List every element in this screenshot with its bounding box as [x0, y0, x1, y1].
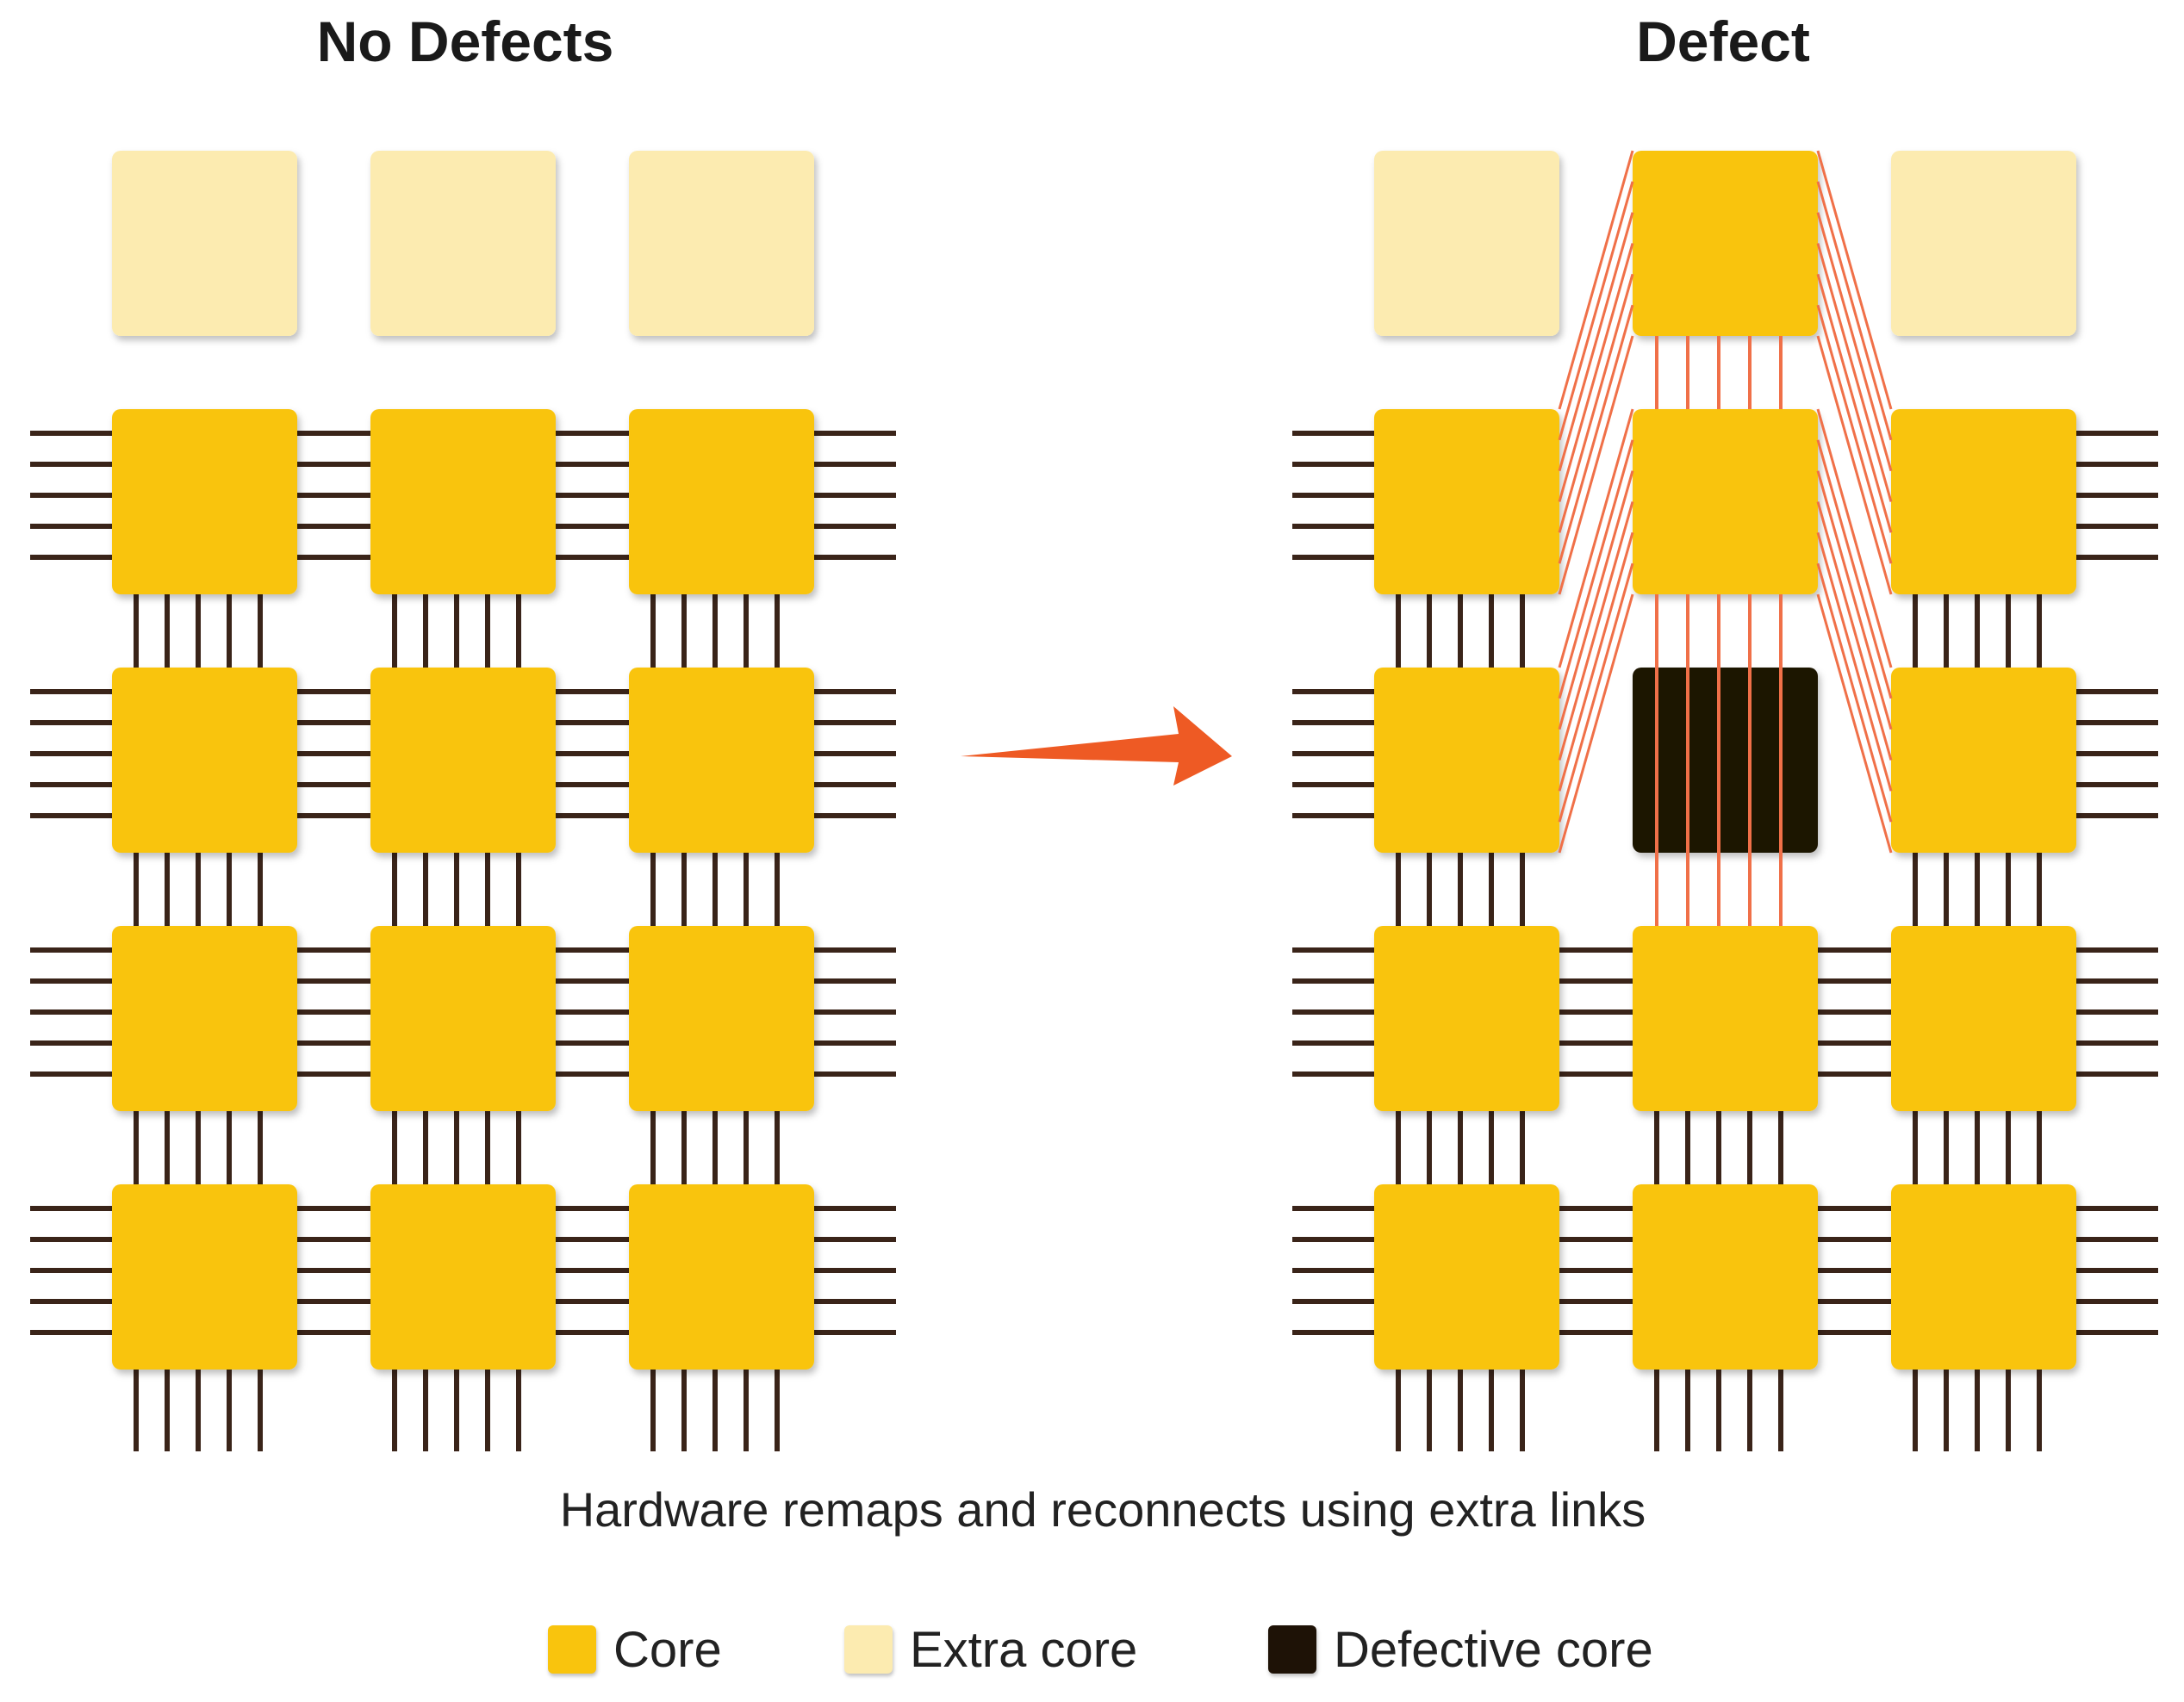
right-extra-core [1891, 151, 2076, 336]
right-core [1633, 409, 1818, 594]
left-core [112, 1184, 297, 1370]
remap-arrow-icon [961, 706, 1232, 786]
core-layer [112, 151, 2076, 1370]
reroute-diagonal-left [1558, 150, 1634, 410]
reroute-diagonal-right [1816, 304, 1893, 564]
reroute-diagonal-left [1558, 243, 1634, 502]
left-core [112, 668, 297, 853]
title-no-defects: No Defects [316, 9, 614, 73]
reroute-diagonal-left [1558, 593, 1634, 854]
left-core [629, 926, 814, 1111]
left-core [370, 926, 556, 1111]
reroute-link-layer [1558, 150, 1893, 926]
wire-layer [30, 431, 2158, 1451]
left-core [629, 668, 814, 853]
right-core [1633, 1184, 1818, 1370]
reroute-diagonal-left [1558, 408, 1634, 668]
reroute-diagonal-left [1558, 562, 1634, 823]
reroute-diagonal-right [1816, 593, 1893, 854]
reroute-diagonal-left [1558, 304, 1634, 564]
reroute-diagonal-right [1816, 273, 1893, 533]
right-core [1891, 1184, 2076, 1370]
reroute-diagonal-right [1816, 150, 1893, 410]
right-remapped-core [1633, 151, 1818, 336]
left-core [629, 409, 814, 594]
reroute-diagonal-left [1558, 470, 1634, 730]
right-defective-core [1633, 668, 1818, 853]
legend-extra-core-label: Extra core [910, 1621, 1138, 1678]
right-core [1891, 926, 2076, 1111]
legend-core-swatch [548, 1625, 596, 1674]
reroute-diagonal-left [1558, 181, 1634, 441]
legend-defective-core-label: Defective core [1334, 1621, 1653, 1678]
reroute-diagonal-left [1558, 273, 1634, 533]
right-core [1891, 668, 2076, 853]
reroute-diagonal-left [1558, 439, 1634, 699]
right-core [1374, 409, 1559, 594]
left-core [629, 1184, 814, 1370]
left-core [112, 409, 297, 594]
reroute-diagonal-right [1816, 408, 1893, 668]
left-extra-core [370, 151, 556, 336]
reroute-diagonal-right [1816, 439, 1893, 699]
reroute-diagonal-right [1816, 501, 1893, 761]
reroute-diagonal-left [1558, 335, 1634, 595]
legend-core: Core [548, 1619, 722, 1680]
reroute-diagonal-right [1816, 470, 1893, 730]
right-core [1374, 668, 1559, 853]
left-core [370, 409, 556, 594]
legend-core-label: Core [613, 1621, 722, 1678]
left-core [112, 926, 297, 1111]
left-extra-core [112, 151, 297, 336]
legend-extra-core: Extra core [844, 1619, 1137, 1680]
right-core [1891, 409, 2076, 594]
reroute-diagonal-left [1558, 501, 1634, 761]
left-core [370, 668, 556, 853]
right-core [1374, 926, 1559, 1111]
reroute-diagonal-right [1816, 335, 1893, 595]
legend-extra-core-swatch [844, 1625, 893, 1674]
left-extra-core [629, 151, 814, 336]
caption: Hardware remaps and reconnects using ext… [559, 1482, 1646, 1537]
reroute-diagonal-right [1816, 181, 1893, 441]
reroute-diagonal-left [1558, 212, 1634, 472]
reroute-diagonal-right [1816, 531, 1893, 792]
right-extra-core [1374, 151, 1559, 336]
reroute-diagonal-right [1816, 212, 1893, 472]
right-core [1633, 926, 1818, 1111]
legend-defective-core: Defective core [1268, 1619, 1653, 1680]
reroute-diagonal-right [1816, 562, 1893, 823]
arrow-layer [961, 706, 1232, 786]
reroute-diagonal-right [1816, 243, 1893, 502]
legend-defective-core-swatch [1268, 1625, 1316, 1674]
title-defect: Defect [1636, 9, 1810, 73]
reroute-diagonal-left [1558, 531, 1634, 792]
right-core [1374, 1184, 1559, 1370]
left-core [370, 1184, 556, 1370]
